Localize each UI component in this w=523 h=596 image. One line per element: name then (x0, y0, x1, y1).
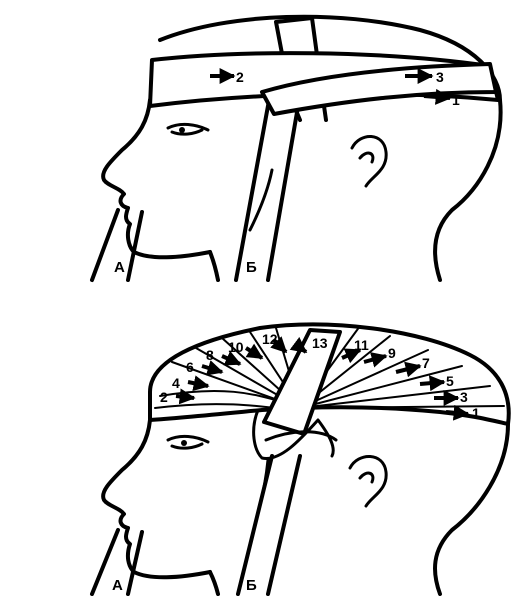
head-back-top (435, 100, 501, 280)
turn-label: 2 (160, 389, 168, 405)
neck-front-top (210, 252, 218, 280)
panel-bottom: 2 4 6 8 10 12 13 11 9 7 5 3 1 А Б (92, 324, 509, 594)
strap-b-bottom (238, 456, 300, 594)
turn-label: 12 (262, 331, 278, 347)
turn-label: 10 (228, 339, 244, 355)
eye-top (168, 124, 208, 134)
turn-label: 2 (236, 69, 244, 85)
eye-bottom (168, 436, 208, 448)
turn-label: 11 (354, 337, 369, 353)
turn-label: 3 (436, 69, 444, 85)
strap-label-a: А (112, 577, 123, 594)
pupil-bottom (181, 440, 187, 446)
pupil-top (179, 127, 185, 133)
ear-top (352, 136, 386, 186)
turn-label: 7 (422, 355, 430, 371)
panel-top: 2 3 1 А Б (92, 17, 501, 280)
strap-label-b: Б (246, 577, 257, 594)
ear-bottom (350, 456, 386, 506)
turn-label: 8 (206, 347, 214, 363)
face-profile-bottom (103, 420, 210, 577)
turn-label: 5 (446, 373, 454, 389)
neck-front-bottom (210, 572, 218, 594)
head-back-bottom (435, 424, 508, 594)
strap-label-b: Б (246, 259, 257, 276)
turn-label: 9 (388, 345, 396, 361)
turn-label: 4 (172, 375, 180, 391)
turn-label: 6 (186, 359, 194, 375)
face-profile-top (103, 100, 210, 257)
turn-label: 13 (312, 335, 328, 351)
turn-label: 3 (460, 389, 468, 405)
turn-label: 1 (472, 405, 480, 421)
turn-label: 1 (452, 92, 460, 108)
strap-label-a: А (114, 259, 125, 276)
